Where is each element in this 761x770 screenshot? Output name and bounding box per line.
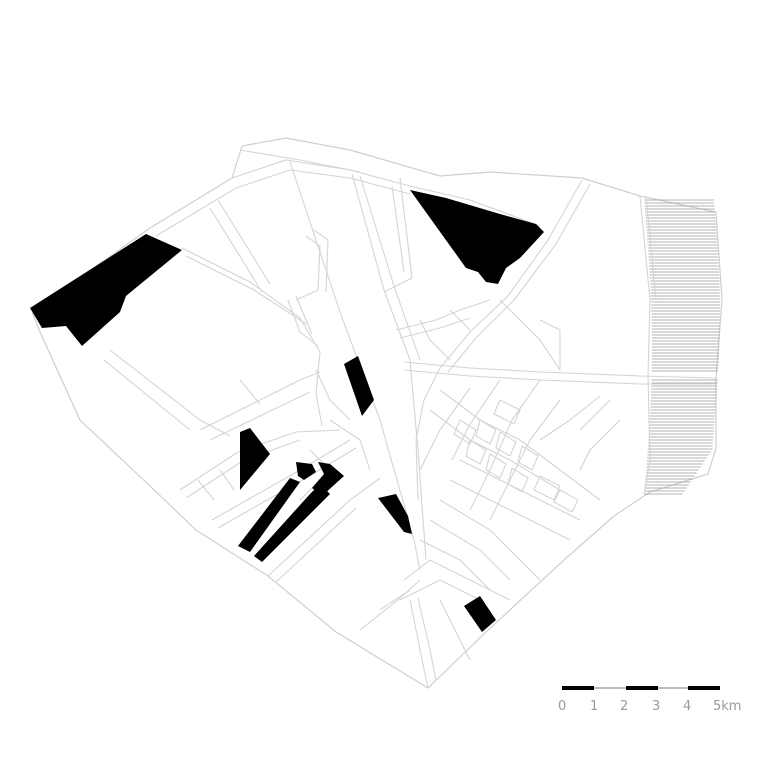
block-small-b (312, 462, 344, 496)
scale-segment-0 (562, 686, 594, 690)
scale-segment-3 (658, 687, 688, 689)
block-small-a (296, 462, 316, 480)
highlighted-blocks (30, 190, 544, 632)
block-northwest (30, 234, 182, 346)
block-center-west (240, 428, 270, 490)
scale-segment-4 (688, 686, 720, 690)
scale-bar: 0 1 2 3 4 5km (558, 686, 741, 714)
block-strip-a (238, 478, 300, 552)
block-center-east (378, 494, 412, 534)
block-north (410, 190, 544, 284)
street-network (103, 149, 717, 689)
scale-label-1: 1 (590, 699, 598, 714)
block-center-north (344, 356, 374, 416)
block-south (464, 596, 496, 632)
hatched-area (644, 199, 720, 495)
scale-label-5km: 5km (713, 699, 741, 714)
scale-label-4: 4 (683, 699, 691, 714)
scale-label-2: 2 (620, 699, 628, 714)
scale-label-0: 0 (558, 699, 566, 714)
scale-segment-1 (594, 687, 626, 689)
scale-segment-2 (626, 686, 658, 690)
scale-label-3: 3 (652, 699, 660, 714)
block-strip-b (254, 484, 330, 562)
